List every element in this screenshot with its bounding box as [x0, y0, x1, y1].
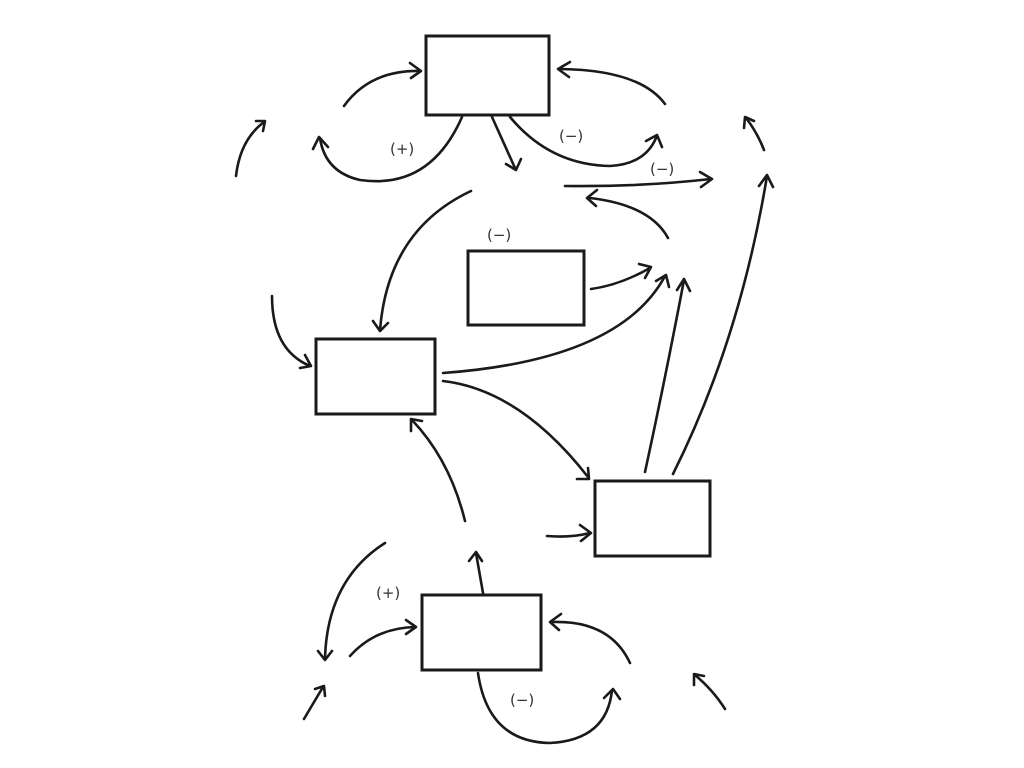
box-left	[314, 337, 437, 416]
arrow-right-box-up-2	[671, 173, 775, 476]
arrow-bottom-right-up	[692, 672, 727, 711]
arrow-left-box-to-upper-right	[441, 273, 671, 375]
box-right	[593, 479, 712, 558]
arrow-bottom-box-up	[467, 550, 485, 595]
arrow-top-loop-minus	[508, 115, 664, 168]
polarity-label: (−)	[650, 160, 674, 178]
polarity-label: (−)	[510, 691, 534, 709]
arrow-bottom-left-up	[302, 684, 327, 721]
arrow-into-left-box-from-top	[371, 189, 473, 333]
arrow-bottom-loop-plus	[316, 541, 387, 662]
arrow-into-left-box-side	[270, 294, 313, 370]
arrow-middle-box-out	[589, 262, 653, 291]
polarity-label: (−)	[487, 226, 511, 244]
arrow-curve-to-flow	[585, 188, 670, 240]
arrow-right-box-up-1	[643, 277, 692, 474]
box-middle	[466, 249, 586, 327]
arrow-bottom-loop-minus	[476, 671, 622, 745]
polarity-label: (+)	[376, 584, 400, 602]
box-top	[424, 34, 551, 117]
box-bottom	[420, 593, 543, 672]
arrow-into-right-box-side	[545, 523, 593, 543]
arrow-into-top-box-right	[556, 60, 667, 106]
arrow-up-into-left-box	[409, 417, 467, 523]
arrow-into-top-box-left	[342, 61, 423, 108]
arrow-into-bottom-box-right	[548, 612, 632, 665]
arrow-right-edge-up	[742, 115, 766, 152]
arrow-top-loop-plus	[311, 115, 464, 183]
arrow-flow-minus	[563, 170, 714, 189]
arrow-left-box-to-right-box	[441, 379, 591, 481]
arrow-top-down	[490, 115, 523, 172]
arrow-left-edge-up	[234, 119, 267, 178]
arrow-into-bottom-box-left	[348, 618, 418, 658]
polarity-label: (−)	[559, 127, 583, 145]
polarity-label: (+)	[390, 140, 414, 158]
